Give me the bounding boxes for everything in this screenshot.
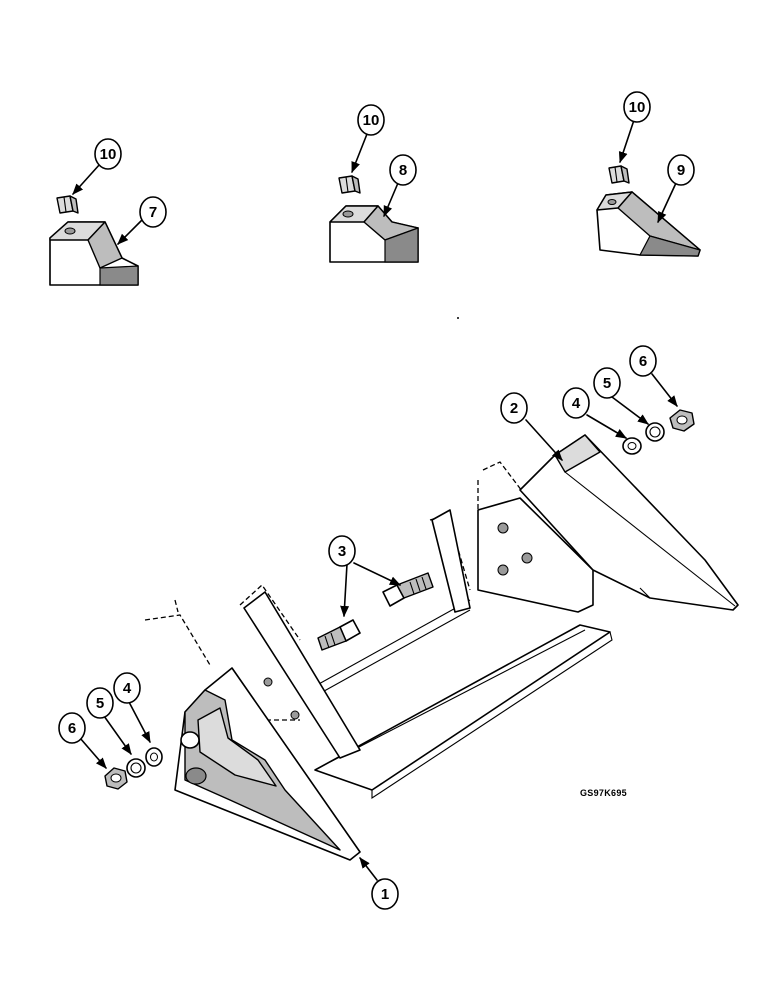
tooth-part-8 (329, 205, 419, 263)
callout-6-upper: 6 (629, 345, 657, 377)
tooth-part-9 (596, 191, 701, 257)
callout-3: 3 (328, 535, 356, 567)
side-cutter-part-1 (174, 667, 361, 861)
callout-1: 1 (371, 878, 399, 910)
callout-label: 5 (603, 375, 611, 392)
retainer-pin-part-10-right (608, 165, 630, 184)
callout-6-lower: 6 (58, 712, 86, 744)
retainer-pin-part-10-middle (338, 175, 361, 194)
callout-8: 8 (389, 154, 417, 186)
callout-5-lower: 5 (86, 687, 114, 719)
nut-part-6-lower (104, 767, 128, 790)
washer-part-4-upper (622, 437, 642, 455)
retainer-pin-part-10-left (56, 195, 79, 214)
callout-label: 1 (381, 886, 389, 903)
bucket-edge-outline (144, 461, 613, 800)
callout-label: 2 (510, 400, 518, 417)
stray-dot (457, 317, 459, 319)
callout-10-left: 10 (94, 138, 122, 170)
callout-5-upper: 5 (593, 367, 621, 399)
callout-4-upper: 4 (562, 387, 590, 419)
lock-washer-part-5-lower (126, 758, 146, 778)
bolt-part-3-upper (382, 572, 434, 607)
callout-4-lower: 4 (113, 672, 141, 704)
callout-label: 4 (123, 680, 132, 697)
bolt-part-3-lower (317, 619, 361, 651)
callout-label: 7 (149, 204, 157, 221)
callout-10-middle: 10 (357, 104, 385, 136)
callout-label: 9 (677, 162, 685, 179)
tooth-part-7 (49, 221, 139, 286)
reference-code: GS97K695 (580, 788, 627, 798)
side-cutter-part-2 (519, 434, 739, 611)
callout-label: 6 (68, 720, 76, 737)
callout-7: 7 (139, 196, 167, 228)
nut-part-6-upper (669, 409, 695, 432)
callout-label: 5 (96, 695, 104, 712)
callout-label: 3 (338, 543, 346, 560)
callout-label: 10 (363, 112, 380, 129)
lock-washer-part-5-upper (645, 422, 665, 442)
callout-label: 10 (629, 99, 646, 116)
callout-label: 6 (639, 353, 647, 370)
washer-part-4-lower (145, 747, 163, 767)
callout-9: 9 (667, 154, 695, 186)
callout-10-right: 10 (623, 91, 651, 123)
callout-label: 10 (100, 146, 117, 163)
callout-label: 4 (572, 395, 581, 412)
callout-2: 2 (500, 392, 528, 424)
callout-leaders (72, 119, 678, 881)
callout-label: 8 (399, 162, 407, 179)
